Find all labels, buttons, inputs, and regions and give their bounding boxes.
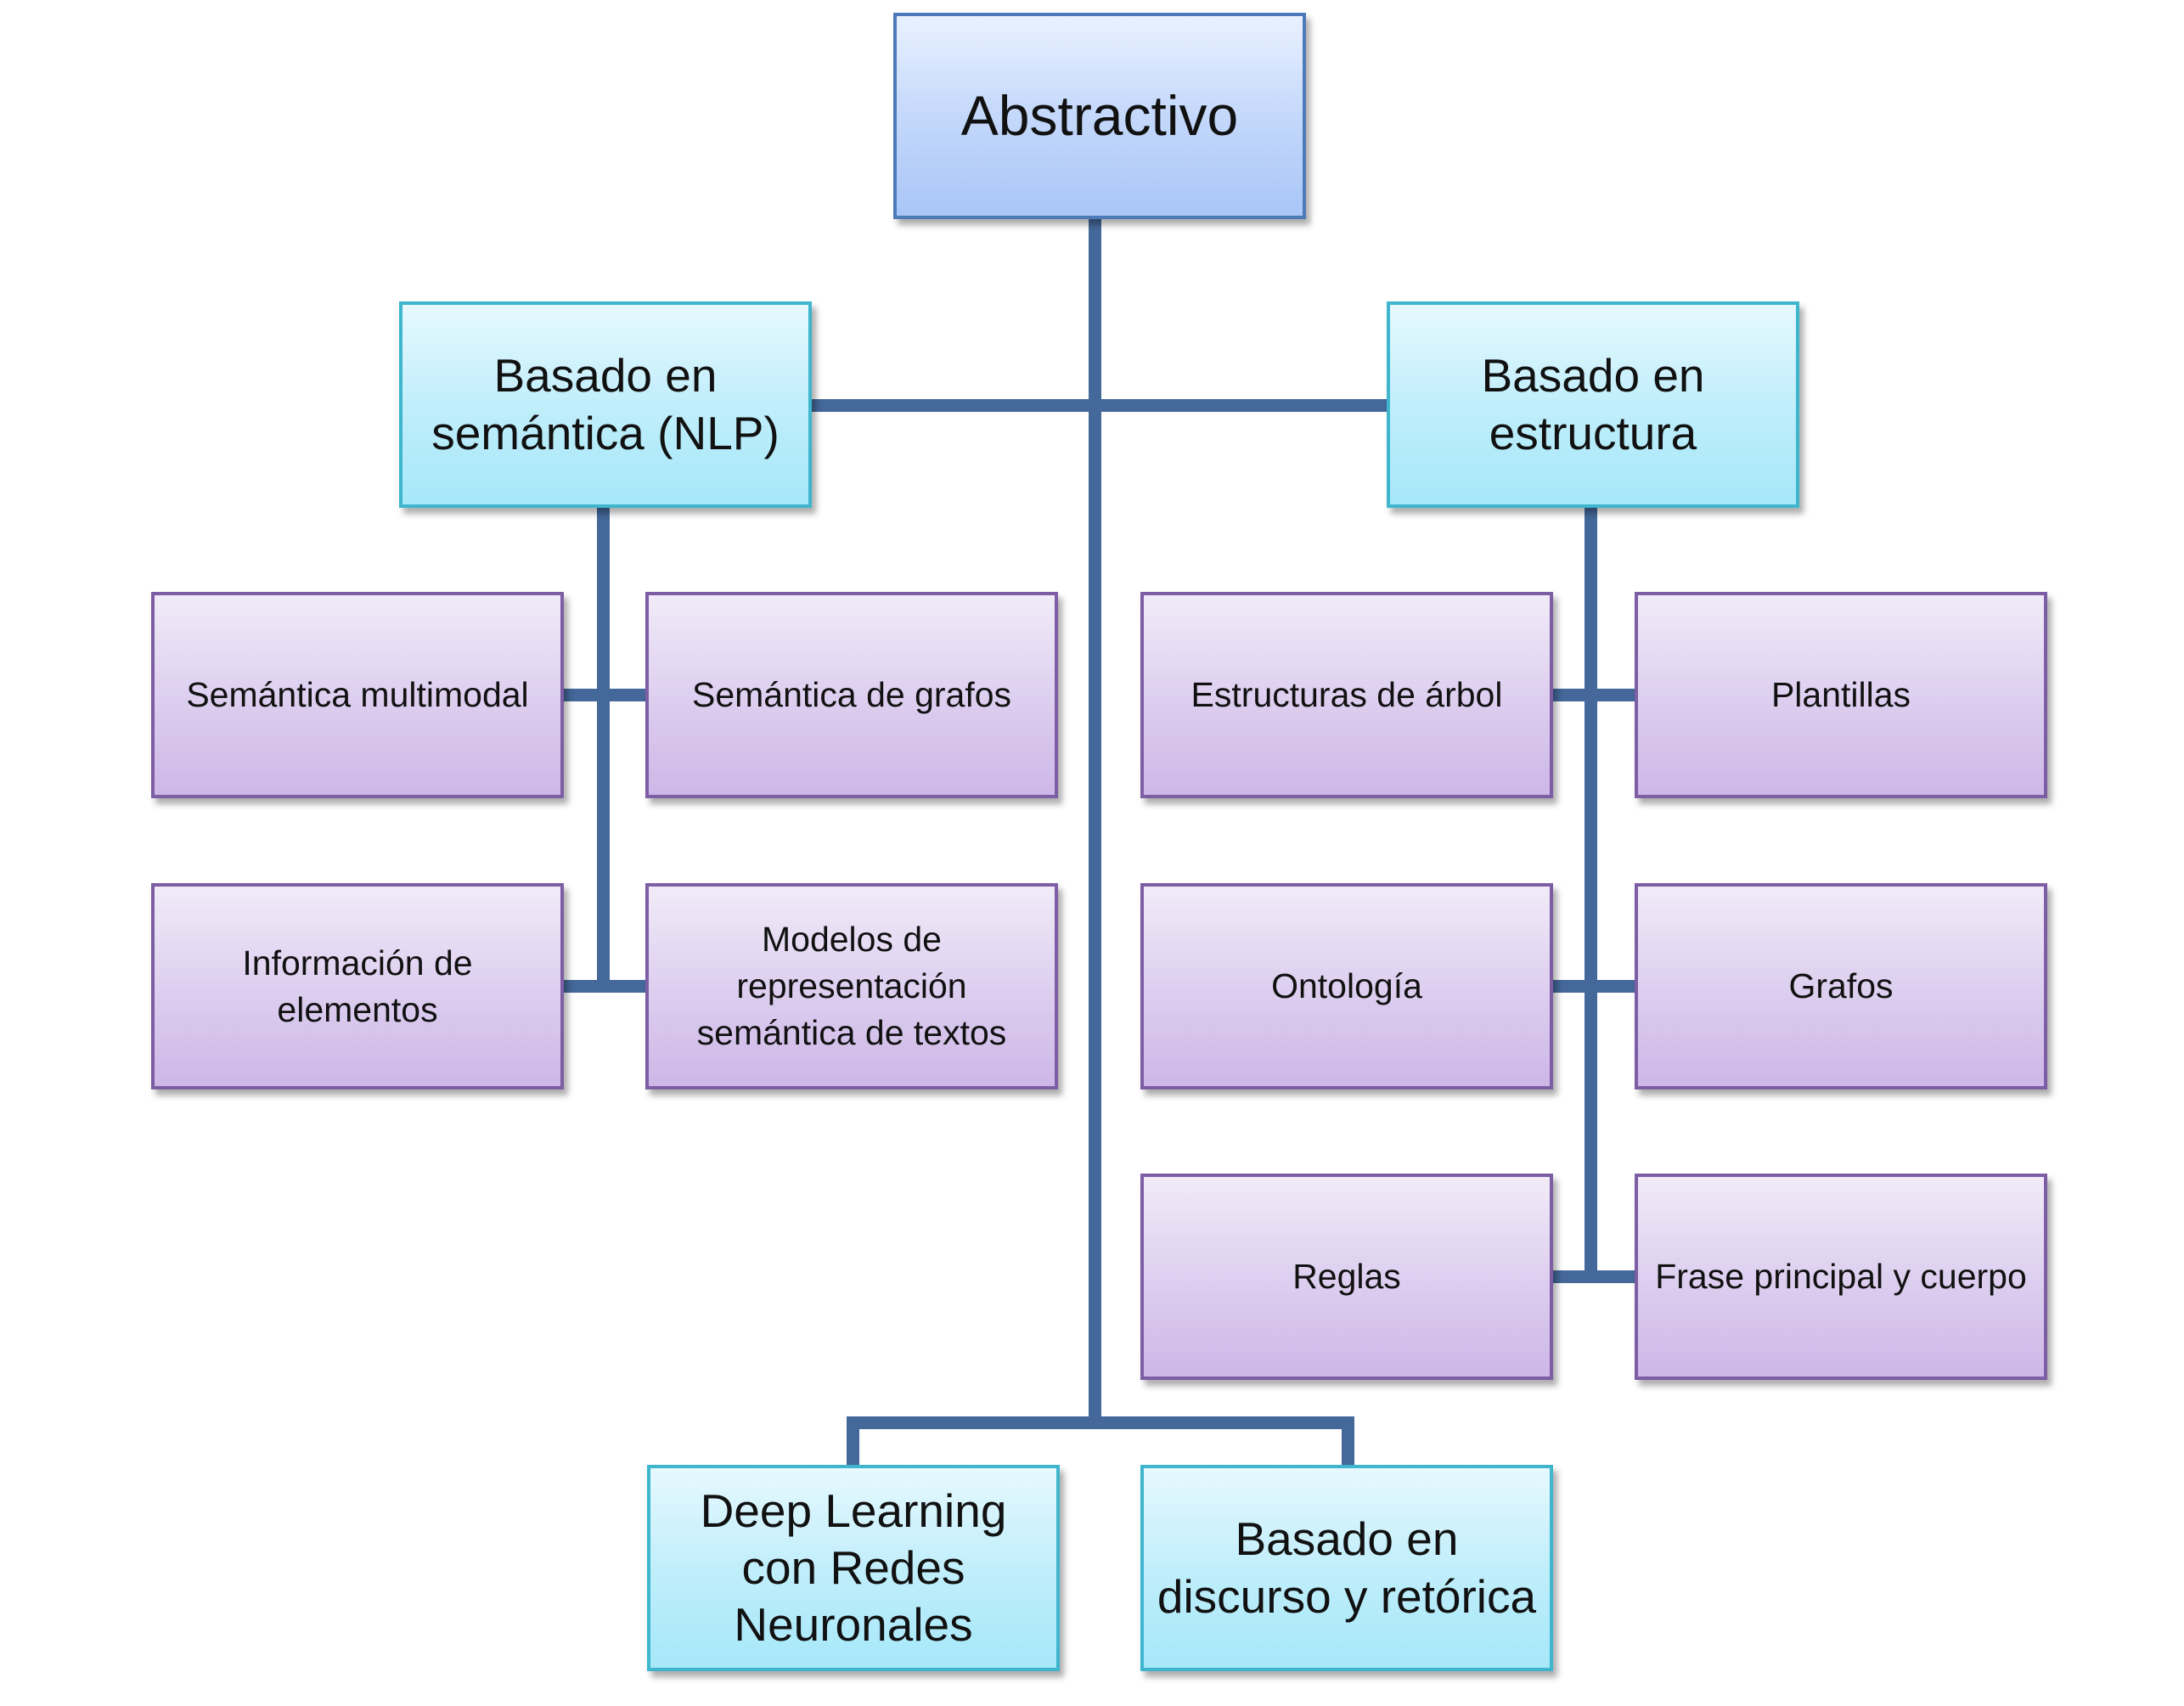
leaf-node-label: Semántica multimodal (186, 675, 529, 715)
branch-node-structure: Basado en estructura (1387, 301, 1799, 508)
leaf-node-ontologia: Ontología (1140, 883, 1553, 1089)
connector-bottom-bar (847, 1416, 1354, 1429)
branch-node-deep-learning-label: Deep Learning con Redes Neuronales (700, 1484, 1007, 1652)
root-node-label: Abstractivo (960, 83, 1239, 147)
leaf-node-label: Estructuras de árbol (1191, 675, 1503, 715)
leaf-node-label: Grafos (1788, 966, 1894, 1006)
connector-bottom-left-drop (847, 1416, 859, 1467)
connector-semantic-trunk (597, 508, 610, 993)
connector-structure-row3 (1548, 1270, 1635, 1283)
branch-node-discourse-label: Basado en discurso y retórica (1157, 1512, 1537, 1623)
leaf-node-grafos: Grafos (1635, 883, 2047, 1089)
root-node-abstractivo: Abstractivo (893, 13, 1306, 219)
connector-branch-bar (809, 399, 1387, 412)
branch-node-semantic-label: Basado en semántica (NLP) (431, 349, 780, 459)
leaf-node-plantillas: Plantillas (1635, 592, 2047, 798)
connector-bottom-right-drop (1342, 1416, 1354, 1467)
leaf-node-modelos-de-representacion: Modelos de representación semántica de t… (645, 883, 1058, 1089)
branch-node-semantic: Basado en semántica (NLP) (399, 301, 812, 508)
leaf-node-semantica-multimodal: Semántica multimodal (151, 592, 564, 798)
leaf-node-semantica-de-grafos: Semántica de grafos (645, 592, 1058, 798)
leaf-node-label: Reglas (1292, 1257, 1401, 1297)
branch-node-deep-learning: Deep Learning con Redes Neuronales (647, 1465, 1060, 1671)
connector-structure-row2 (1548, 980, 1635, 993)
leaf-node-informacion-de-elementos: Información de elementos (151, 883, 564, 1089)
connector-root-trunk (1089, 219, 1101, 1416)
leaf-node-label: Frase principal y cuerpo (1655, 1257, 2027, 1297)
branch-node-structure-label: Basado en estructura (1481, 349, 1705, 459)
leaf-node-label: Ontología (1271, 966, 1422, 1006)
leaf-node-reglas: Reglas (1140, 1174, 1553, 1380)
branch-node-discourse: Basado en discurso y retórica (1140, 1465, 1553, 1671)
leaf-node-frase-principal-y-cuerpo: Frase principal y cuerpo (1635, 1174, 2047, 1380)
leaf-node-label: Modelos de representación semántica de t… (696, 920, 1007, 1052)
connector-structure-trunk (1585, 508, 1597, 1283)
leaf-node-label: Información de elementos (242, 943, 473, 1029)
leaf-node-label: Plantillas (1770, 675, 1911, 715)
connector-structure-row1 (1548, 689, 1635, 701)
leaf-node-label: Semántica de grafos (691, 675, 1012, 715)
connector-semantic-row2 (560, 980, 647, 993)
connector-semantic-row1 (560, 689, 647, 701)
leaf-node-estructuras-de-arbol: Estructuras de árbol (1140, 592, 1553, 798)
